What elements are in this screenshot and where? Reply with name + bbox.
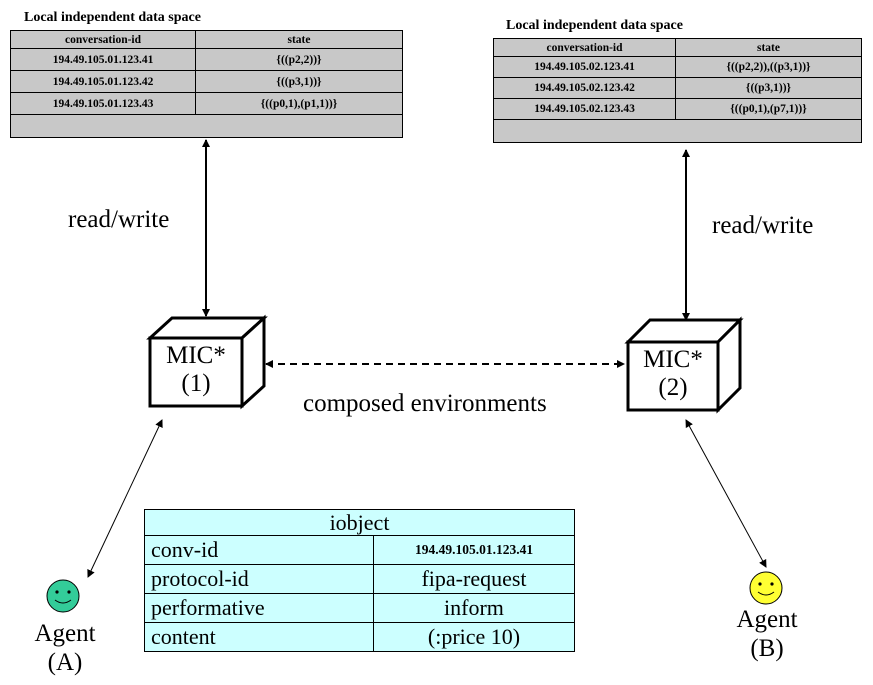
table-row: 194.49.105.01.123.41 {((p2,2))} (10, 48, 403, 71)
right-row-1-state: {((p2,2)),((p3,1))} (675, 56, 862, 78)
agent-a-id: (A) (47, 649, 83, 676)
left-header-state: state (195, 30, 403, 49)
table-row: 194.49.105.01.123.43 {((p0,1),(p1,1))} (10, 92, 403, 115)
agent-a-smiley-icon (46, 579, 80, 613)
agent-b-name: Agent (736, 606, 798, 633)
left-row-1-state: {((p2,2))} (195, 48, 403, 71)
iobject-value-content: (:price 10) (373, 622, 575, 652)
table-row: 194.49.105.01.123.42 {((p3,1))} (10, 70, 403, 93)
iobject-title: iobject (144, 509, 575, 536)
agent-b-id: (B) (750, 635, 784, 662)
mic-1-box (146, 314, 268, 410)
iobject-key-content: content (144, 622, 374, 652)
agent-b-face (749, 571, 783, 605)
agent-b-arrow (685, 419, 767, 568)
composed-environments-label: composed environments (303, 390, 547, 418)
left-data-space-table: conversation-id state 194.49.105.01.123.… (10, 30, 403, 138)
iobject-key-protocol-id: protocol-id (144, 564, 374, 594)
mic-2-number: (2) (658, 374, 688, 401)
iobject-row: protocol-id fipa-request (144, 564, 575, 594)
read-write-label-left: read/write (68, 206, 170, 233)
read-write-label-right: read/write (712, 212, 814, 239)
iobject-value-performative: inform (373, 593, 575, 623)
table-row: 194.49.105.02.123.42 {((p3,1))} (493, 77, 862, 99)
left-header-conversation-id: conversation-id (10, 30, 196, 49)
agent-b-smiley-icon (749, 571, 783, 605)
left-space-title: Local independent data space (24, 10, 201, 25)
mic-2-label: MIC* (2) (628, 346, 718, 402)
iobject-row: conv-id 194.49.105.01.123.41 (144, 535, 575, 565)
right-row-2-id: 194.49.105.02.123.42 (493, 77, 676, 99)
right-header-state: state (675, 38, 862, 57)
mic-1-label: MIC* (1) (150, 342, 242, 398)
left-row-3-id: 194.49.105.01.123.43 (10, 92, 196, 115)
iobject-key-conv-id: conv-id (144, 535, 374, 565)
left-row-1-id: 194.49.105.01.123.41 (10, 48, 196, 71)
agent-b-label: Agent (B) (722, 605, 812, 663)
iobject-row: content (:price 10) (144, 622, 575, 652)
mic-2-box (624, 316, 744, 414)
right-blank-row (493, 119, 862, 143)
mic-2-title: MIC* (643, 346, 703, 373)
mic-1-number: (1) (181, 370, 211, 397)
mic-1-title: MIC* (166, 342, 226, 369)
iobject-value-protocol-id: fipa-request (373, 564, 575, 594)
iobject-table: iobject conv-id 194.49.105.01.123.41 pro… (144, 509, 575, 652)
right-row-3-state: {((p0,1),(p7,1))} (675, 98, 862, 120)
table-row: 194.49.105.02.123.41 {((p2,2)),((p3,1))} (493, 56, 862, 78)
right-row-3-id: 194.49.105.02.123.43 (493, 98, 676, 120)
iobject-value-conv-id: 194.49.105.01.123.41 (373, 535, 575, 565)
agent-a-arrow (87, 419, 163, 578)
right-row-2-state: {((p3,1))} (675, 77, 862, 99)
table-row: 194.49.105.02.123.43 {((p0,1),(p7,1))} (493, 98, 862, 120)
left-row-3-state: {((p0,1),(p1,1))} (195, 92, 403, 115)
left-row-2-id: 194.49.105.01.123.42 (10, 70, 196, 93)
agent-a-name: Agent (34, 620, 96, 647)
left-blank-row (10, 114, 403, 138)
agent-a-face (46, 579, 80, 613)
agent-a-label: Agent (A) (22, 619, 108, 677)
left-row-2-state: {((p3,1))} (195, 70, 403, 93)
right-space-title: Local independent data space (506, 18, 683, 33)
right-header-conversation-id: conversation-id (493, 38, 676, 57)
iobject-row: performative inform (144, 593, 575, 623)
right-row-1-id: 194.49.105.02.123.41 (493, 56, 676, 78)
right-data-space-table: conversation-id state 194.49.105.02.123.… (493, 38, 862, 143)
iobject-key-performative: performative (144, 593, 374, 623)
